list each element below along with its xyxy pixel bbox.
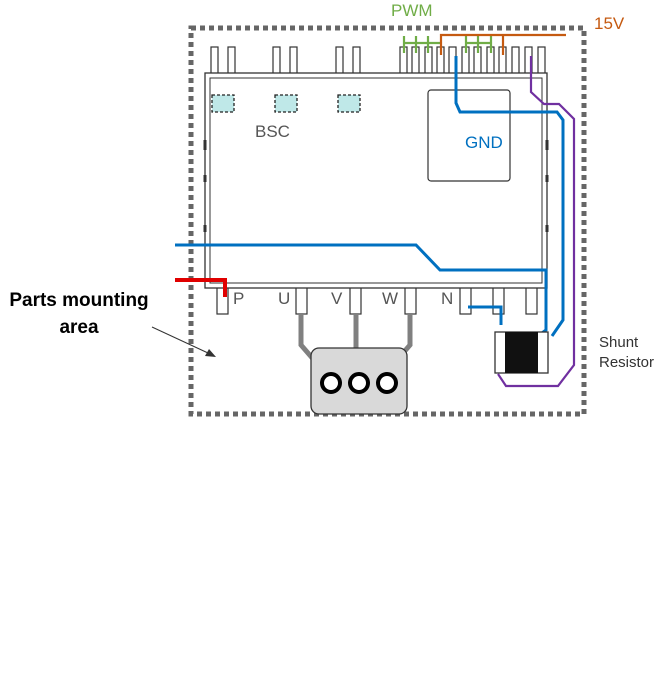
uvw-connector [310, 347, 408, 415]
connector-hole-1 [320, 372, 342, 394]
bsc-label: BSC [255, 122, 290, 141]
parts-area-label-line2: area [59, 317, 99, 338]
pwm-wires [402, 36, 493, 53]
parts-area-label-line1: Parts mounting [9, 290, 148, 311]
connector-hole-2 [348, 372, 370, 394]
pin-n-label: N [441, 289, 453, 308]
p-line [175, 278, 227, 297]
parts-area-arrow [151, 326, 216, 357]
shunt-label-line2: Resistor [599, 354, 654, 371]
bsc-capacitor-2 [274, 94, 298, 113]
shunt-sense-wire [497, 56, 576, 388]
power-module-body [203, 72, 549, 289]
connector-hole-3 [376, 372, 398, 394]
pwm-label: PWM [391, 1, 433, 20]
pin-p-label: P [233, 289, 244, 308]
shunt-resistor [494, 331, 549, 374]
gnd-wires [175, 56, 565, 338]
pin-w-label: W [382, 289, 398, 308]
pin-v-label: V [331, 289, 343, 308]
shunt-label-line1: Shunt [599, 334, 639, 351]
v15-label: 15V [594, 14, 625, 33]
pin-u-label: U [278, 289, 290, 308]
v15-wire [439, 33, 566, 55]
bsc-capacitor-1 [211, 94, 235, 113]
bsc-capacitors [211, 94, 361, 113]
bsc-capacitor-3 [337, 94, 361, 113]
gnd-label: GND [465, 133, 503, 152]
